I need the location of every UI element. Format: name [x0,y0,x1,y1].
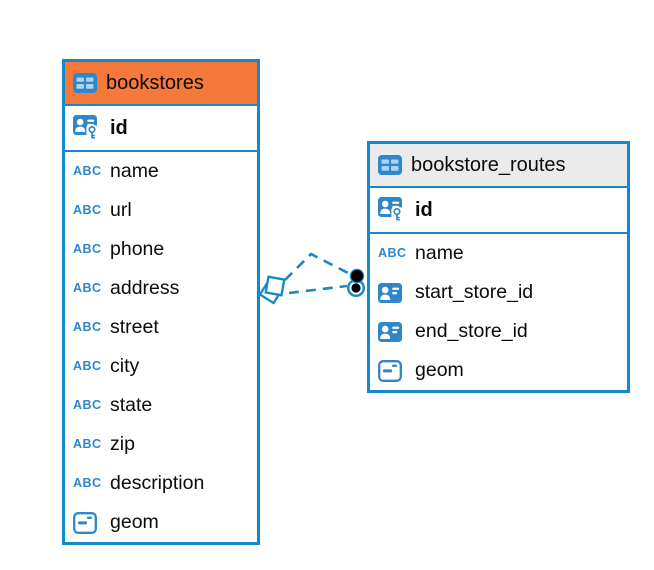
text-icon: ABC [73,242,102,257]
column-name: address [110,277,180,299]
column-name: start_store_id [415,281,534,303]
entity-title: bookstores [106,71,204,94]
relationship-line-start-store[interactable] [284,252,351,281]
column-row-url[interactable]: ABC url [65,191,257,230]
column-name: end_store_id [415,320,528,342]
text-icon: ABC [73,203,102,218]
primary-key-icon [73,115,101,141]
column-name: id [415,198,433,221]
geometry-icon [73,511,101,534]
column-row-state[interactable]: ABC state [65,386,257,425]
entity-title: bookstore_routes [411,153,566,176]
column-name: description [110,472,205,494]
column-name: street [110,316,159,338]
column-name: url [110,199,132,221]
column-row-geom[interactable]: geom [370,351,627,390]
text-icon: ABC [73,281,102,296]
table-icon [378,155,402,175]
column-row-name[interactable]: ABC name [65,152,257,191]
column-row-street[interactable]: ABC street [65,308,257,347]
column-row-start_store_id[interactable]: start_store_id [370,273,627,312]
column-row-id[interactable]: id [370,188,627,234]
column-row-city[interactable]: ABC city [65,347,257,386]
text-icon: ABC [73,320,102,335]
column-name: name [110,160,159,182]
column-name: id [110,116,128,139]
text-icon: ABC [73,398,102,413]
column-row-address[interactable]: ABC address [65,269,257,308]
column-name: geom [415,359,464,381]
column-row-geom[interactable]: geom [65,503,257,542]
entity-header[interactable]: bookstores [65,62,257,106]
relationship-line-end-store[interactable] [288,284,348,295]
column-row-name[interactable]: ABC name [370,234,627,273]
text-icon: ABC [73,437,102,452]
text-icon: ABC [73,359,102,374]
text-icon: ABC [73,164,102,179]
primary-key-icon [378,197,406,223]
text-icon: ABC [73,476,102,491]
geometry-icon [378,359,406,382]
column-row-id[interactable]: id [65,106,257,152]
column-name: zip [110,433,135,455]
reference-icon [378,321,406,342]
column-row-phone[interactable]: ABC phone [65,230,257,269]
column-name: name [415,242,464,264]
column-name: state [110,394,153,416]
column-name: geom [110,511,159,533]
column-row-description[interactable]: ABC description [65,464,257,503]
column-name: phone [110,238,165,260]
column-row-end_store_id[interactable]: end_store_id [370,312,627,351]
table-icon [73,73,97,93]
relationship-target-anchor-dots[interactable] [347,268,365,297]
relationship-source-anchor-diamonds[interactable] [258,275,286,305]
entity-header[interactable]: bookstore_routes [370,144,627,188]
text-icon: ABC [378,246,407,261]
column-name: city [110,355,140,377]
reference-icon [378,282,406,303]
column-row-zip[interactable]: ABC zip [65,425,257,464]
